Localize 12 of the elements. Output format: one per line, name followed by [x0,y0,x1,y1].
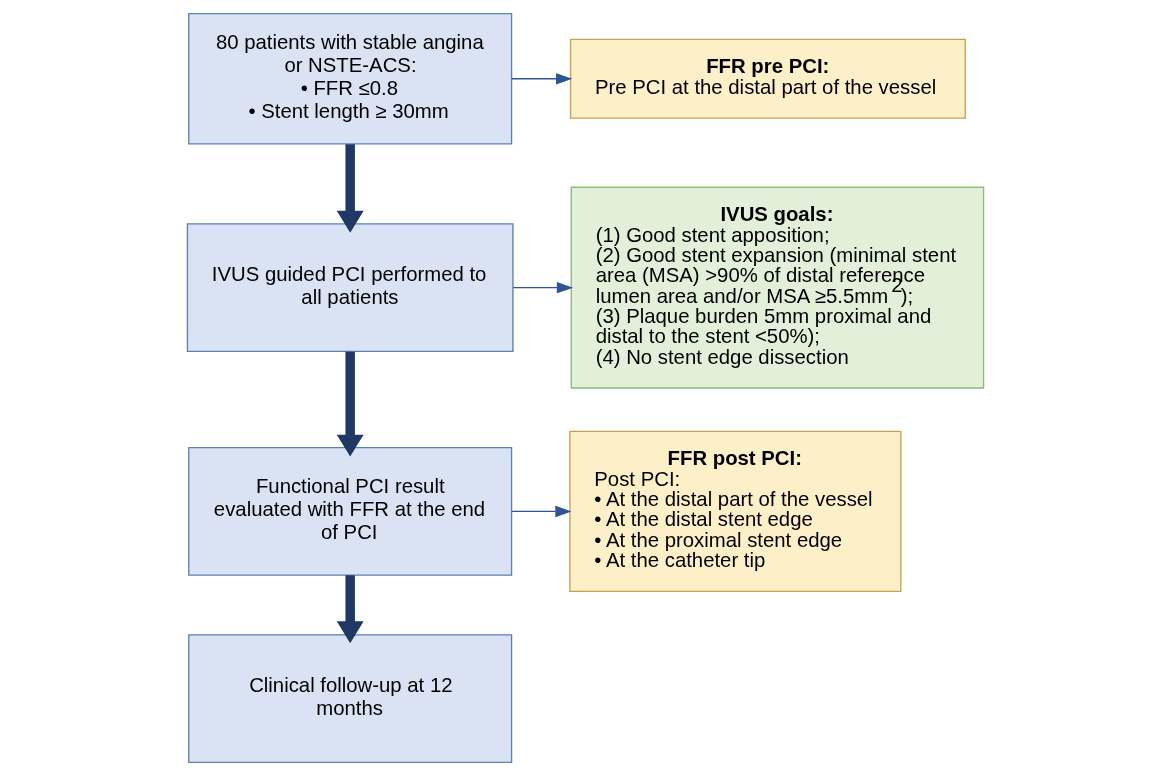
node-box: IVUS guided PCI performed to all patients [186,223,514,353]
node-box: Clinical follow-up at 12 months [188,634,513,763]
arrow [512,281,574,294]
node-box: FFR pre PCI: Pre PCI at the distal part of the vessel [569,38,966,119]
node-box: FFR post PCI: Post PCI: • At the distal part of the vessel • At the distal stent edge • At the proximal stent edge • At the catheter tip [569,430,902,593]
arrow [336,351,364,457]
arrow [511,505,572,518]
node-box: Functional PCI result evaluated with FFR at the end of PCI [188,447,513,576]
node-box: 80 patients with stable angina or NSTE-ACS: • FFR ≤0.8 • Stent length ≥ 30mm [188,13,513,145]
arrow [511,73,573,85]
arrow [336,575,364,644]
arrow [336,144,364,233]
